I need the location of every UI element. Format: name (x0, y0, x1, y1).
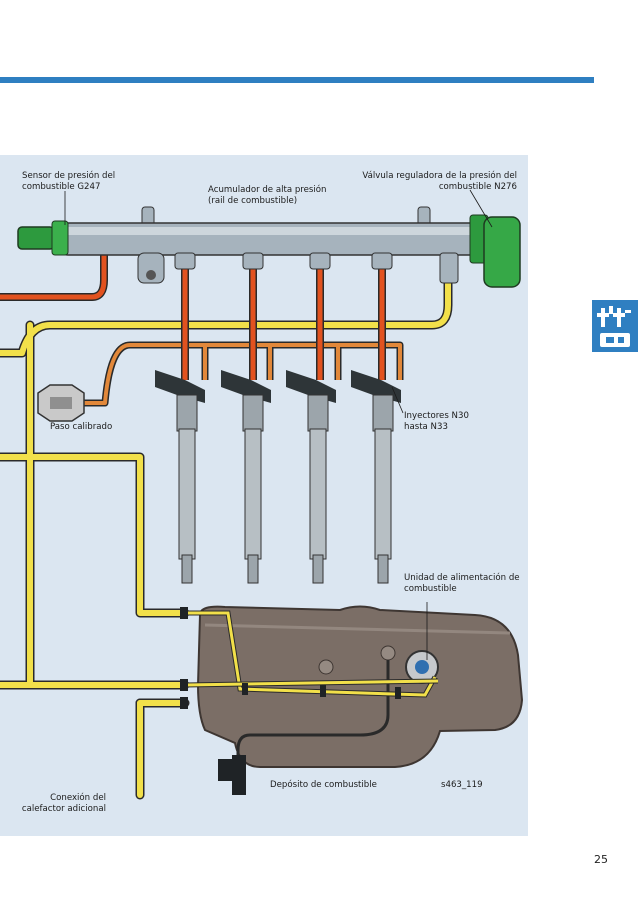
heater-label: Conexión del calefactor adicional (21, 793, 106, 814)
restrictor-label: Paso calibrado (50, 422, 113, 432)
engine-injection-icon (597, 306, 631, 347)
fuel-tank (196, 605, 524, 795)
sensor-label: Sensor de presión del combustible G247 (22, 171, 116, 192)
valve-label: Válvula reguladora de la presión del com… (362, 171, 517, 192)
leak-oil-lines (75, 343, 402, 405)
injectors-label: Inyectores N30 hasta N33 (404, 411, 469, 432)
header-accent-bar (0, 77, 594, 83)
injectors (155, 370, 401, 584)
section-tab (592, 300, 638, 352)
diagram-graphic (0, 189, 524, 800)
return-lines (0, 277, 451, 798)
pump-unit-label: Unidad de alimentación de combustible (404, 573, 520, 594)
high-pressure-lines (182, 255, 385, 380)
rail-label: Acumulador de alta presión (rail de comb… (208, 185, 327, 206)
pressure-valve (469, 214, 521, 288)
pressure-sensor (17, 220, 69, 256)
fuel-rail (59, 206, 479, 284)
page-number: 25 (594, 853, 608, 866)
supply-line (0, 250, 107, 300)
figure-id: s463_119 (441, 780, 483, 790)
fuel-system-diagram: Sensor de presión del combustible G247 A… (0, 155, 528, 836)
restrictor (37, 384, 85, 422)
tank-label: Depósito de combustible (270, 780, 377, 790)
